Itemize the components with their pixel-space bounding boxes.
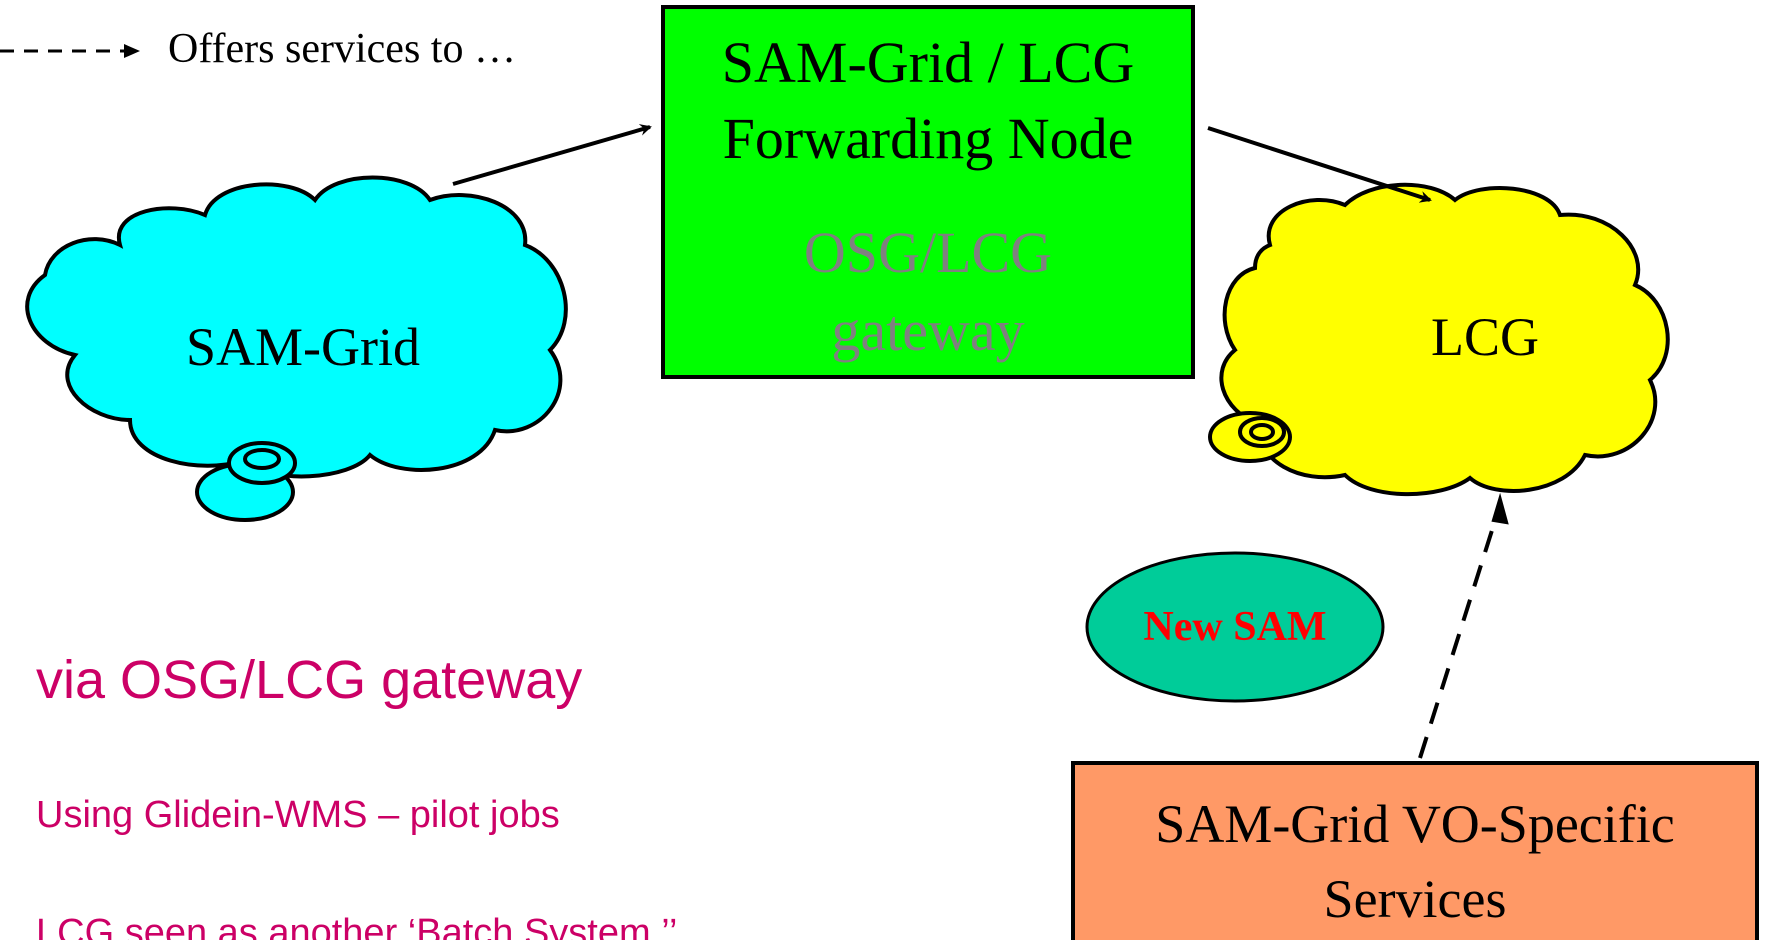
new-sam: New SAM xyxy=(1085,551,1385,703)
forwarding-node-box xyxy=(661,5,1195,379)
arrow-forwarding-to-lcg xyxy=(1207,126,1432,203)
notes: via OSG/LCG gateway Using Glidein-WMS – … xyxy=(36,650,677,940)
samgrid-cloud-tail-bubble-3 xyxy=(243,448,281,470)
notes-bullet-1: Using Glidein-WMS – pilot jobs xyxy=(36,794,560,836)
samgrid-label: SAM-Grid xyxy=(186,317,420,377)
vo-services-line1: SAM-Grid VO-Specific xyxy=(1155,794,1674,854)
gateway-label-line1: OSG/LCG xyxy=(804,220,1052,285)
notes-heading: via OSG/LCG gateway xyxy=(36,650,582,710)
legend-text: Offers services to … xyxy=(168,26,516,72)
vo-services-line2: Services xyxy=(1324,869,1507,929)
vo-services-box xyxy=(1071,761,1759,940)
arrow-samgrid-to-forwarding xyxy=(452,124,652,186)
lcg-cloud-shape xyxy=(1219,182,1670,497)
legend-arrow-head-icon xyxy=(124,44,140,58)
forwarding-node-title-line2: Forwarding Node xyxy=(723,106,1134,171)
legend: Offers services to … xyxy=(0,26,516,72)
dashed-arrow-vo-to-lcg xyxy=(1418,504,1502,759)
lcg-cloud: LCG xyxy=(1208,182,1670,497)
samgrid-cloud-shape xyxy=(25,175,568,479)
gateway-label-line2: gateway xyxy=(831,298,1024,363)
forwarding-node-title-line1: SAM-Grid / LCG xyxy=(722,30,1134,95)
notes-bullet-2: LCG seen as another ‘Batch System ’’ xyxy=(36,912,677,940)
dashed-arrow-head-icon xyxy=(1491,492,1509,525)
new-sam-ellipse xyxy=(1085,551,1385,703)
new-sam-label: New SAM xyxy=(1143,604,1326,650)
forwarding-node: SAM-Grid / LCG Forwarding Node OSG/LCG g… xyxy=(661,5,1195,379)
lcg-cloud-tail-bubble-3 xyxy=(1249,423,1275,441)
samgrid-cloud: SAM-Grid xyxy=(25,175,568,522)
vo-services: SAM-Grid VO-Specific Services xyxy=(1071,761,1759,940)
lcg-label: LCG xyxy=(1431,307,1539,367)
